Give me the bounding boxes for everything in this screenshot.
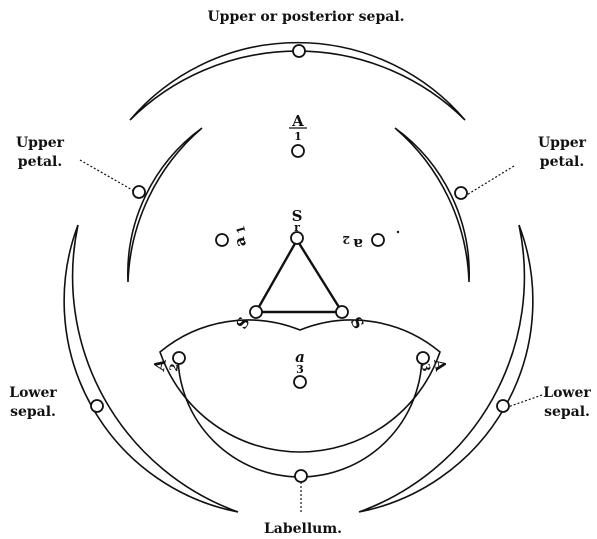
- leader-upper-petal-right: [465, 166, 514, 196]
- lower-sepal-left-position: [91, 400, 103, 412]
- label-upper-petal-left-line2: petal.: [18, 154, 62, 170]
- stigma-left-position: [250, 306, 262, 318]
- symbol-a1: a: [230, 235, 250, 249]
- label-labellum: Labellum.: [264, 521, 342, 537]
- symbol-a2-sub: 2: [342, 233, 350, 246]
- anther-A1-position: [292, 145, 304, 157]
- anther-A2-position: [173, 352, 185, 364]
- label-upper-petal-left-line1: Upper: [16, 135, 65, 151]
- symbol-A1-sub: 1: [294, 130, 302, 143]
- label-lower-sepal-right-line2: sepal.: [544, 404, 590, 420]
- symbol-A1: A: [291, 112, 304, 130]
- symbol-a1-sub: 1: [234, 224, 249, 235]
- label-lower-sepal-left-line1: Lower: [9, 385, 57, 401]
- symbol-a3-sub: 3: [296, 363, 304, 376]
- anther-A3-position: [417, 352, 429, 364]
- lower-sepal-right-position: [497, 400, 509, 412]
- upper-petal-left-position: [133, 186, 145, 198]
- upper-sepal-position: [293, 45, 305, 57]
- label-lower-sepal-right-line1: Lower: [543, 385, 591, 401]
- leader-upper-petal-left: [80, 160, 134, 191]
- anther-a3-position: [294, 376, 306, 388]
- upper-petal-right-crescent: [395, 128, 469, 282]
- symbol-Sr-sub: r: [294, 221, 300, 234]
- upper-petal-right-position: [455, 187, 467, 199]
- small-mark: [397, 231, 399, 233]
- upper-petal-left-crescent: [128, 128, 202, 282]
- label-upper-sepal: Upper or posterior sepal.: [207, 9, 404, 25]
- anther-a2-position: [372, 234, 384, 246]
- stigma-triangle: [256, 240, 342, 312]
- labellum-position: [295, 470, 307, 482]
- label-upper-petal-right-line1: Upper: [538, 135, 587, 151]
- label-lower-sepal-left-line2: sepal.: [10, 404, 56, 420]
- label-upper-petal-right-line2: petal.: [540, 154, 584, 170]
- stigma-right-position: [336, 306, 348, 318]
- anther-a1-position: [216, 234, 228, 246]
- symbol-a2: a: [353, 235, 363, 253]
